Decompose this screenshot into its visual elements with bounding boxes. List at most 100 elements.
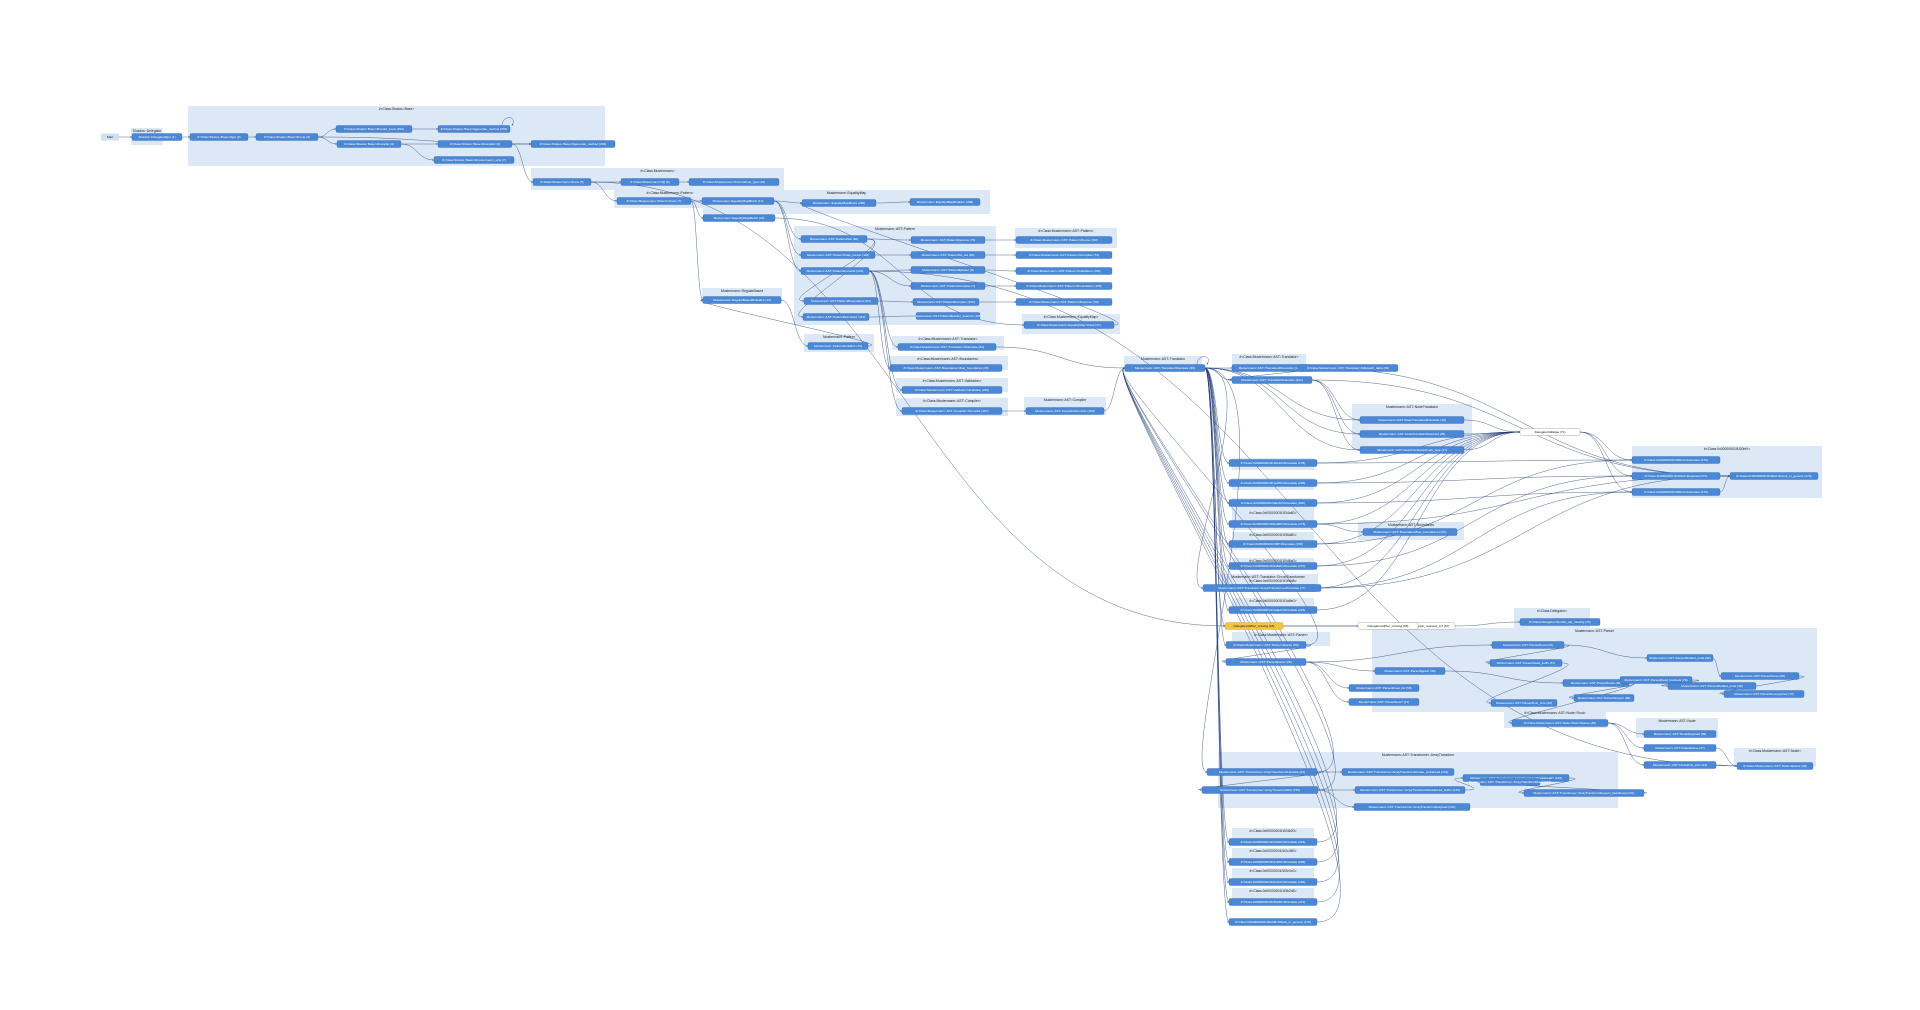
graph-node[interactable]: Mustermann::AST::Parser#parse (28) <box>1225 658 1307 666</box>
node-box[interactable] <box>909 198 981 206</box>
node-box[interactable] <box>1228 878 1318 886</box>
graph-node[interactable]: Mustermann::EqualityMap#track (285) <box>801 199 877 207</box>
graph-node[interactable]: Mustermann::AST::Pattern#map_param (118) <box>800 251 876 259</box>
graph-node[interactable]: #<Class:Mustermann>#normalized_type (10) <box>688 178 780 186</box>
graph-node[interactable]: Mustermann::AST::Pattern#compiler (106) <box>912 298 980 306</box>
node-box[interactable] <box>915 312 981 320</box>
graph-node[interactable]: Start <box>101 133 119 141</box>
graph-node[interactable]: #<Class:0x00000001f1f2c460>#translate (2… <box>1228 858 1318 866</box>
node-box[interactable] <box>530 140 616 148</box>
node-box[interactable] <box>901 386 1003 394</box>
node-box[interactable] <box>1228 520 1318 528</box>
graph-node[interactable]: #<Class:Mustermann::AST::Node>#parse (28… <box>1736 762 1814 770</box>
node-box[interactable] <box>1523 789 1645 797</box>
node-box[interactable] <box>1643 730 1717 738</box>
graph-node[interactable]: Mustermann::AST::Pattern#params (76) <box>910 236 986 244</box>
graph-node[interactable]: Mustermann::AST::Parser#eos? (41) <box>1348 698 1420 706</box>
graph-node[interactable]: #<Class:0x00000001f1f20fe0>#translate (1… <box>1631 488 1721 496</box>
graph-node[interactable]: #<Class:0x00000001f1f20fe0>#payload (174… <box>1631 472 1721 480</box>
node-box[interactable] <box>616 197 692 205</box>
node-box[interactable] <box>912 298 980 306</box>
node-box[interactable] <box>101 133 119 141</box>
graph-node[interactable]: Mustermann::AST::Pattern#translator (110… <box>802 313 870 321</box>
node-box[interactable] <box>1348 684 1420 692</box>
graph-node[interactable]: Mustermann::AST::Parser#read_suffix (57) <box>1489 659 1563 667</box>
node-box[interactable] <box>1736 762 1814 770</box>
node-box[interactable] <box>889 364 1003 372</box>
graph-node[interactable]: Mustermann::AST::Transformer::ArrayTrans… <box>1201 786 1319 794</box>
node-box[interactable] <box>1646 654 1714 662</box>
node-box[interactable] <box>1619 676 1693 684</box>
node-box[interactable] <box>1631 488 1721 496</box>
graph-node[interactable]: #<Class:Mustermann::AST::Validation>#val… <box>901 386 1003 394</box>
node-box[interactable] <box>131 133 183 141</box>
node-box[interactable] <box>801 199 877 207</box>
graph-node[interactable]: #<Class:Mustermann>#[] (6) <box>620 178 680 186</box>
graph-node[interactable]: Mustermann::AST::Pattern#compiler (7) <box>910 282 986 290</box>
graph-node[interactable]: Mustermann::AST::Parser#default_node (92… <box>1646 654 1714 662</box>
graph-node[interactable]: Mustermann::AST::Compiler#compile (159) <box>1025 407 1105 415</box>
node-box[interactable] <box>1228 606 1318 614</box>
graph-node[interactable]: #<Class:Mustermann>#new (5) <box>532 178 592 186</box>
node-box[interactable] <box>800 267 870 275</box>
graph-node[interactable]: Mustermann::AST::Boundaries#set_boundari… <box>1362 528 1458 536</box>
node-box[interactable] <box>1025 407 1105 415</box>
node-box[interactable] <box>1015 282 1113 290</box>
node-box[interactable] <box>336 140 402 148</box>
graph-node[interactable]: #<Class:Stratos::Base>#get (2) <box>189 133 249 141</box>
node-box[interactable] <box>1643 761 1717 769</box>
node-box[interactable] <box>1353 803 1471 811</box>
graph-node[interactable]: #<Class:Mustermann::Pattern>#new (7) <box>616 197 692 205</box>
graph-node[interactable]: Mustermann::AST::Parser#scan (58) <box>1720 672 1800 680</box>
node-box[interactable] <box>1228 918 1318 926</box>
graph-node[interactable]: #<Class:Stratos::Base>#generate_method (… <box>437 125 511 133</box>
node-box[interactable] <box>1511 719 1609 727</box>
node-box[interactable] <box>1729 472 1819 480</box>
graph-node[interactable]: Mustermann::AST::Pattern#compile (103) <box>800 267 870 275</box>
graph-node[interactable]: Mustermann::AST::Parser#read (34) <box>1491 641 1565 649</box>
node-box[interactable] <box>1206 768 1318 776</box>
node-box[interactable] <box>1297 364 1399 372</box>
node-box[interactable] <box>1362 528 1458 536</box>
node-box[interactable] <box>1228 499 1318 507</box>
node-box[interactable] <box>1228 858 1318 866</box>
graph-node[interactable]: Mustermann::AST::Node#payload (59) <box>1643 730 1717 738</box>
node-box[interactable] <box>1348 698 1420 706</box>
node-box[interactable] <box>910 266 986 274</box>
node-box[interactable] <box>1374 667 1446 675</box>
graph-node[interactable]: Mustermann::Pattern#initialize (72) <box>807 342 869 350</box>
graph-node[interactable]: Mustermann::AST::NodeTranslator#translat… <box>1359 416 1465 424</box>
node-box[interactable] <box>1231 376 1313 384</box>
node-box[interactable] <box>437 125 511 133</box>
node-box[interactable] <box>1228 838 1318 846</box>
graph-node[interactable]: Mustermann::AST::Pattern#param_scanner (… <box>914 312 982 320</box>
node-box[interactable] <box>1015 298 1113 306</box>
graph-node[interactable]: Mustermann::EqualityMap#fetch (23) <box>702 214 776 222</box>
graph-node[interactable]: #<Class:Stratos::Base>#route (3) <box>255 133 319 141</box>
graph-node[interactable]: #<Class:0x00000001f1f3b2d8>#block_in_gen… <box>1228 918 1318 926</box>
graph-node[interactable]: #<Class:Mustermann::EqualityMap>#new (27… <box>1023 321 1115 329</box>
graph-node[interactable]: Mustermann::AST::Parser#node (48) <box>1562 679 1630 687</box>
node-box[interactable] <box>1359 446 1465 454</box>
graph-node[interactable]: #<Class:0x00000001f1f1a8e0>#translate (2… <box>1228 606 1318 614</box>
graph-node[interactable]: Mustermann::AST::Translator::GroupTransf… <box>1202 584 1322 592</box>
graph-node[interactable]: #<Class:Mustermann::AST::Translator>#tra… <box>897 343 997 351</box>
graph-node[interactable]: #<Class:0x00000001f1f16c40>#translate (1… <box>1228 459 1318 467</box>
node-box[interactable] <box>1519 428 1581 436</box>
graph-node[interactable]: #<Class:Delegator>#public_api_missing (7… <box>1519 618 1601 626</box>
graph-node[interactable]: Mustermann::AST::Parser#read_brackets (7… <box>1619 676 1693 684</box>
node-box[interactable] <box>1124 364 1206 372</box>
graph-node[interactable]: Mustermann::AST::Pattern#parser (9) <box>910 266 986 274</box>
graph-node[interactable]: #<Class:Stratos::Base>#compile! (4) <box>437 140 513 148</box>
graph-node[interactable]: Mustermann::AST::Translator#translate (1… <box>1231 376 1313 384</box>
graph-node[interactable]: Mustermann::AST::Translator#translate (9… <box>1124 364 1206 372</box>
graph-node[interactable]: #<Class:Stratos::Base>#mustermann_opts (… <box>433 156 515 164</box>
graph-node[interactable]: #<Class:Mustermann::AST::Pattern>#scanne… <box>1015 298 1113 306</box>
node-box[interactable] <box>1359 430 1465 438</box>
graph-node[interactable]: #<Class:Mustermann::AST::Pattern>#bounda… <box>1015 282 1113 290</box>
graph-node[interactable]: Mustermann::AST::Parser#getch (46) <box>1374 667 1446 675</box>
node-box[interactable] <box>1228 562 1318 570</box>
graph-node[interactable]: Mustermann::AST::Parser#min_size (48) <box>1490 699 1558 707</box>
node-box[interactable] <box>1479 778 1541 786</box>
graph-node[interactable]: DelegatorAt#but_missing (66) <box>1357 622 1419 630</box>
